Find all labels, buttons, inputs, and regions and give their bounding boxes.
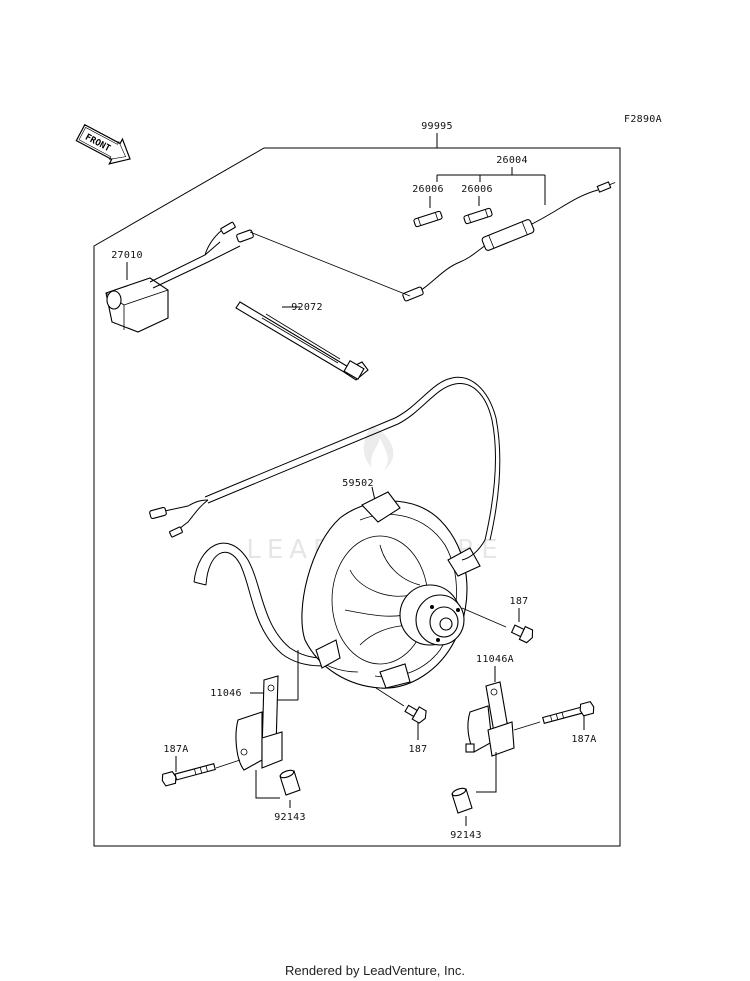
label-59502: 59502 (342, 478, 374, 489)
bracket-11046A (465, 681, 515, 757)
band-92072 (235, 301, 369, 381)
bracket-11046 (235, 675, 283, 771)
fuse-26006-right (463, 207, 493, 225)
fuse-harness-26004 (402, 181, 616, 302)
front-arrow-icon: FRONT (75, 123, 131, 165)
bolt-187A-left (161, 763, 216, 787)
switch-27010 (105, 221, 411, 333)
label-26006-right: 26006 (461, 184, 493, 195)
label-26006-left: 26006 (412, 184, 444, 195)
label-92072: 92072 (291, 302, 323, 313)
label-92143-left: 92143 (274, 812, 306, 823)
label-187-center: 187 (409, 744, 428, 755)
label-92143-right: 92143 (450, 830, 482, 841)
label-11046A: 11046A (476, 654, 514, 665)
label-187A-right: 187A (571, 734, 596, 745)
label-187A-left: 187A (163, 744, 188, 755)
bolt-187-upper (510, 624, 534, 644)
bolt-187A-right (542, 701, 595, 724)
collar-92143-left (279, 769, 301, 796)
bolt-187-center (404, 704, 427, 724)
kit-outline (93, 147, 621, 847)
fan-59502 (301, 491, 486, 689)
label-26004: 26004 (496, 155, 528, 166)
collar-92143-right (451, 787, 473, 814)
label-187-upper: 187 (510, 596, 529, 607)
label-11046: 11046 (210, 688, 242, 699)
figure-code: F2890A (624, 114, 662, 125)
footer-credit: Rendered by LeadVenture, Inc. (285, 963, 465, 978)
label-99995: 99995 (421, 121, 453, 132)
label-27010: 27010 (111, 250, 143, 261)
fuse-26006-left (413, 210, 443, 228)
breather-hose (193, 542, 341, 667)
fan-wire-harness (149, 376, 501, 541)
